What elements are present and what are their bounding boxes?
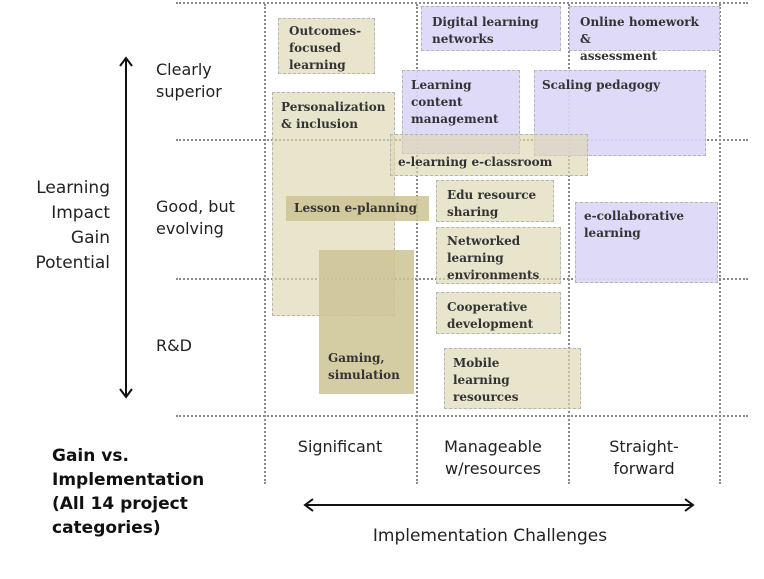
impact-axis-arrow: [119, 56, 133, 399]
x-level-label-straightforward: Straight- forward: [609, 437, 679, 478]
grid-line-vertical: [719, 4, 721, 484]
grid-line-vertical: [264, 4, 266, 484]
y-level-label-rd: R&D: [156, 336, 192, 355]
category-networked-learning-environments: Networked learning environments: [436, 227, 561, 284]
category-cooperative-development: Cooperative development: [436, 292, 561, 334]
x-axis-title: Implementation Challenges: [372, 526, 608, 546]
category-lesson-e-planning: Lesson e-planning: [286, 196, 429, 221]
grid-line-horizontal: [176, 2, 748, 4]
grid-line-horizontal: [176, 415, 748, 417]
category-e-collaborative-learning: e-collaborative learning: [575, 202, 718, 283]
x-level-label-manageable: Manageable w/resources: [444, 437, 542, 478]
grid-line-vertical: [416, 4, 418, 484]
implementation-axis-arrow: [303, 498, 695, 512]
category-gaming-simulation: Gaming, simulation: [319, 250, 414, 394]
category-mobile-learning-resources: Mobile learning resources: [444, 348, 581, 409]
y-level-label-good-but-evolving: Good, but evolving: [156, 197, 235, 238]
category-online-homework-assessment: Online homework & assessment: [569, 6, 720, 63]
category-edu-resource-sharing: Edu resource sharing: [436, 180, 554, 222]
category-e-learning-e-classroom: e-learning e-classroom: [390, 134, 588, 176]
category-digital-learning-networks: Digital learning networks: [421, 6, 561, 51]
x-level-label-significant: Significant: [297, 437, 383, 456]
grid-line-vertical: [568, 4, 570, 484]
y-axis-title: Learning Impact Gain Potential: [35, 178, 110, 273]
corner-caption: Gain vs. Implementation (All 14 project …: [52, 446, 205, 538]
y-level-label-clearly-superior: Clearly superior: [156, 60, 222, 101]
category-outcomes-focused-learning: Outcomes- focused learning: [278, 18, 375, 74]
